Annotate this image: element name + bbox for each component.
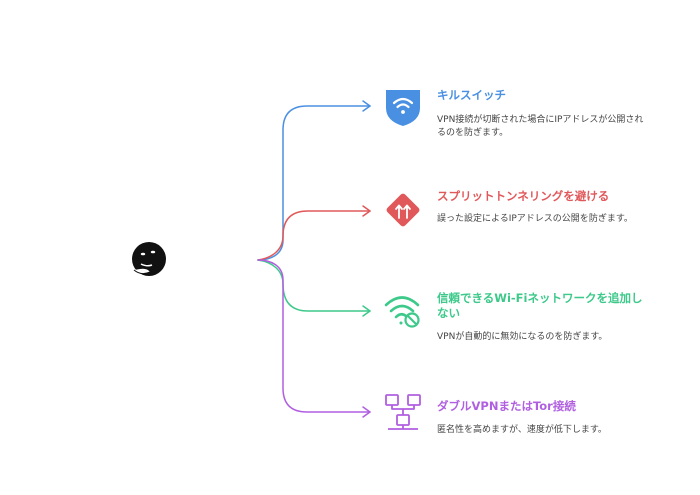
branch-line-1 — [257, 210, 371, 261]
branch-arrowhead-0 — [362, 100, 371, 112]
split-arrows-icon — [386, 193, 420, 227]
wifi-off-icon — [384, 296, 420, 328]
branch-line-0 — [257, 105, 371, 261]
thinking-face-icon — [132, 242, 166, 276]
branch-line-3 — [257, 259, 371, 413]
item-title: ダブルVPNまたはTor接続 — [437, 399, 576, 413]
branch-line-2 — [257, 259, 371, 312]
feature-double-vpn-tor: ダブルVPNまたはTor接続 匿名性を高めますが、速度が低下します。 — [437, 399, 652, 437]
item-title: 信頼できるWi-Fiネットワークを追加しない — [437, 291, 643, 320]
branch-arrowhead-1 — [362, 205, 371, 217]
network-icon — [385, 394, 421, 430]
item-description: VPNが自動的に無効になるのを防ぎます。 — [437, 332, 608, 342]
item-description: 誤った設定によるIPアドレスの公開を防ぎます。 — [437, 214, 633, 224]
branch-arrowhead-2 — [362, 305, 371, 317]
item-description: 匿名性を高めますが、速度が低下します。 — [437, 425, 607, 435]
branch-arrowhead-3 — [362, 406, 371, 418]
item-title: スプリットトンネリングを避ける — [437, 189, 610, 203]
feature-avoid-split-tunneling: スプリットトンネリングを避ける 誤った設定によるIPアドレスの公開を防ぎます。 — [437, 189, 652, 226]
feature-no-trusted-wifi: 信頼できるWi-Fiネットワークを追加しない VPNが自動的に無効になるのを防ぎ… — [437, 291, 652, 344]
wifi-shield-icon — [386, 90, 420, 126]
feature-kill-switch: キルスイッチ VPN接続が切断された場合にIPアドレスが公開されるのを防ぎます。 — [437, 88, 652, 140]
item-description: VPN接続が切断された場合にIPアドレスが公開されるのを防ぎます。 — [437, 115, 644, 138]
item-title: キルスイッチ — [437, 88, 506, 102]
